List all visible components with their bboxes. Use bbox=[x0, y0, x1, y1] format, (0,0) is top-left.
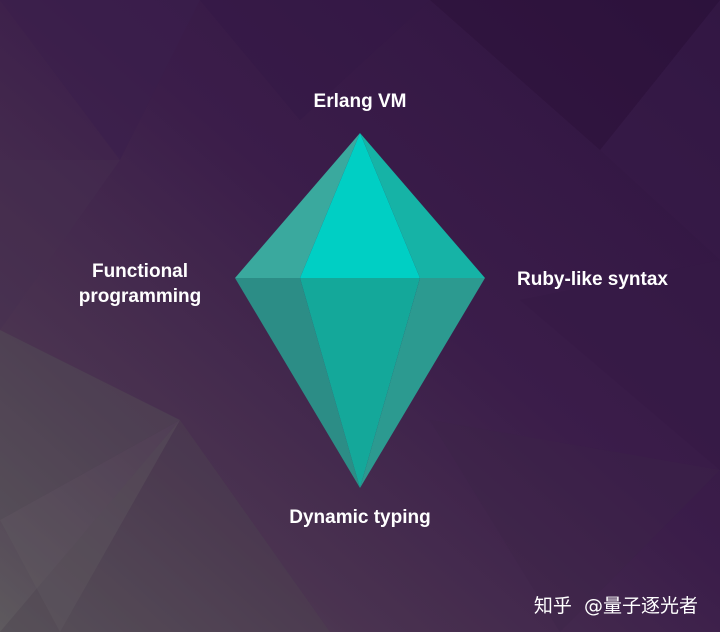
label-ruby-like-syntax: Ruby-like syntax bbox=[517, 269, 668, 290]
label-functional-line2: programming bbox=[78, 286, 202, 307]
gem-bottom-right-facet bbox=[360, 278, 485, 488]
gem-top-right-facet bbox=[360, 133, 485, 278]
label-functional-line1: Functional bbox=[91, 261, 189, 282]
label-dynamic-typing: Dynamic typing bbox=[289, 507, 431, 528]
gem-bottom-left-facet bbox=[235, 278, 360, 488]
gem-bottom-center-facet bbox=[300, 278, 420, 488]
gem-top-left-facet bbox=[235, 133, 360, 278]
watermark-author: @量子逐光者 bbox=[583, 595, 698, 617]
watermark: 知乎 @量子逐光者 bbox=[528, 591, 698, 618]
label-functional-programming: Functional programming bbox=[50, 259, 230, 309]
watermark-platform: 知乎 bbox=[533, 595, 572, 617]
gem-top-center-facet bbox=[300, 133, 420, 278]
label-erlang-vm: Erlang VM bbox=[313, 91, 407, 112]
